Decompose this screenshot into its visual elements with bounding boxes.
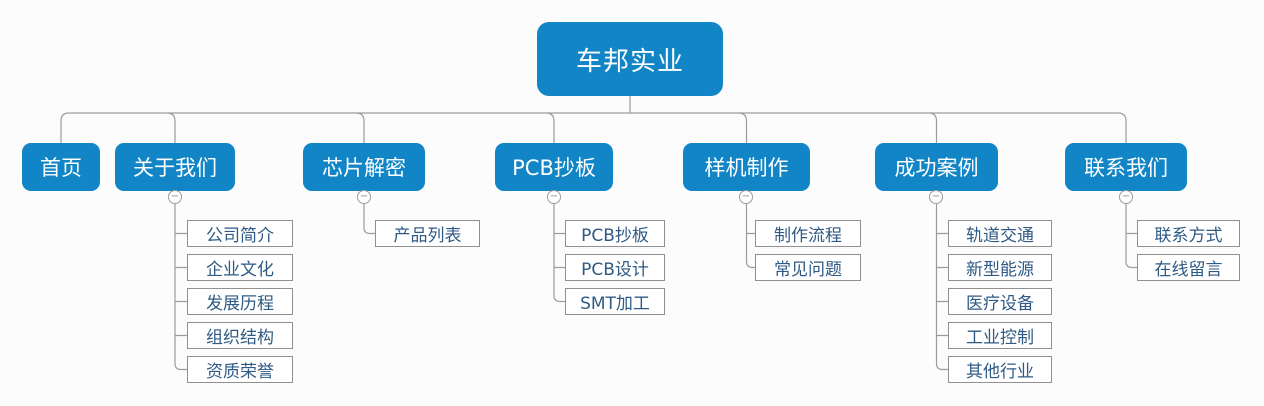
leaf-smt-processing[interactable]: SMT加工 bbox=[565, 288, 665, 315]
node-pcb-copy[interactable]: PCB抄板 bbox=[495, 143, 613, 191]
leaf-faq[interactable]: 常见问题 bbox=[755, 254, 861, 281]
node-root-company[interactable]: 车邦实业 bbox=[537, 22, 723, 96]
collapse-toggle-icon[interactable]: − bbox=[739, 190, 753, 204]
collapse-toggle-icon[interactable]: − bbox=[929, 190, 943, 204]
collapse-toggle-icon[interactable]: − bbox=[1119, 190, 1133, 204]
leaf-contact-info[interactable]: 联系方式 bbox=[1137, 220, 1240, 247]
leaf-other-industries[interactable]: 其他行业 bbox=[948, 356, 1052, 383]
leaf-corporate-culture[interactable]: 企业文化 bbox=[187, 254, 293, 281]
leaf-organization-structure[interactable]: 组织结构 bbox=[187, 322, 293, 349]
collapse-toggle-icon[interactable]: − bbox=[168, 190, 182, 204]
leaf-online-message[interactable]: 在线留言 bbox=[1137, 254, 1240, 281]
leaf-new-energy[interactable]: 新型能源 bbox=[948, 254, 1052, 281]
leaf-company-profile[interactable]: 公司简介 bbox=[187, 220, 293, 247]
leaf-development-history[interactable]: 发展历程 bbox=[187, 288, 293, 315]
node-success-cases[interactable]: 成功案例 bbox=[875, 143, 998, 191]
collapse-toggle-icon[interactable]: − bbox=[357, 190, 371, 204]
leaf-medical-equipment[interactable]: 医疗设备 bbox=[948, 288, 1052, 315]
node-about-us[interactable]: 关于我们 bbox=[115, 143, 235, 191]
leaf-pcb-copy[interactable]: PCB抄板 bbox=[565, 220, 665, 247]
collapse-toggle-icon[interactable]: − bbox=[547, 190, 561, 204]
node-chip-decryption[interactable]: 芯片解密 bbox=[303, 143, 425, 191]
node-contact-us[interactable]: 联系我们 bbox=[1065, 143, 1187, 191]
leaf-product-list[interactable]: 产品列表 bbox=[375, 220, 480, 247]
leaf-qualification-honors[interactable]: 资质荣誉 bbox=[187, 356, 293, 383]
leaf-production-process[interactable]: 制作流程 bbox=[755, 220, 861, 247]
node-prototype-making[interactable]: 样机制作 bbox=[683, 143, 810, 191]
leaf-rail-transit[interactable]: 轨道交通 bbox=[948, 220, 1052, 247]
leaf-pcb-design[interactable]: PCB设计 bbox=[565, 254, 665, 281]
node-home[interactable]: 首页 bbox=[22, 143, 100, 191]
leaf-industrial-control[interactable]: 工业控制 bbox=[948, 322, 1052, 349]
